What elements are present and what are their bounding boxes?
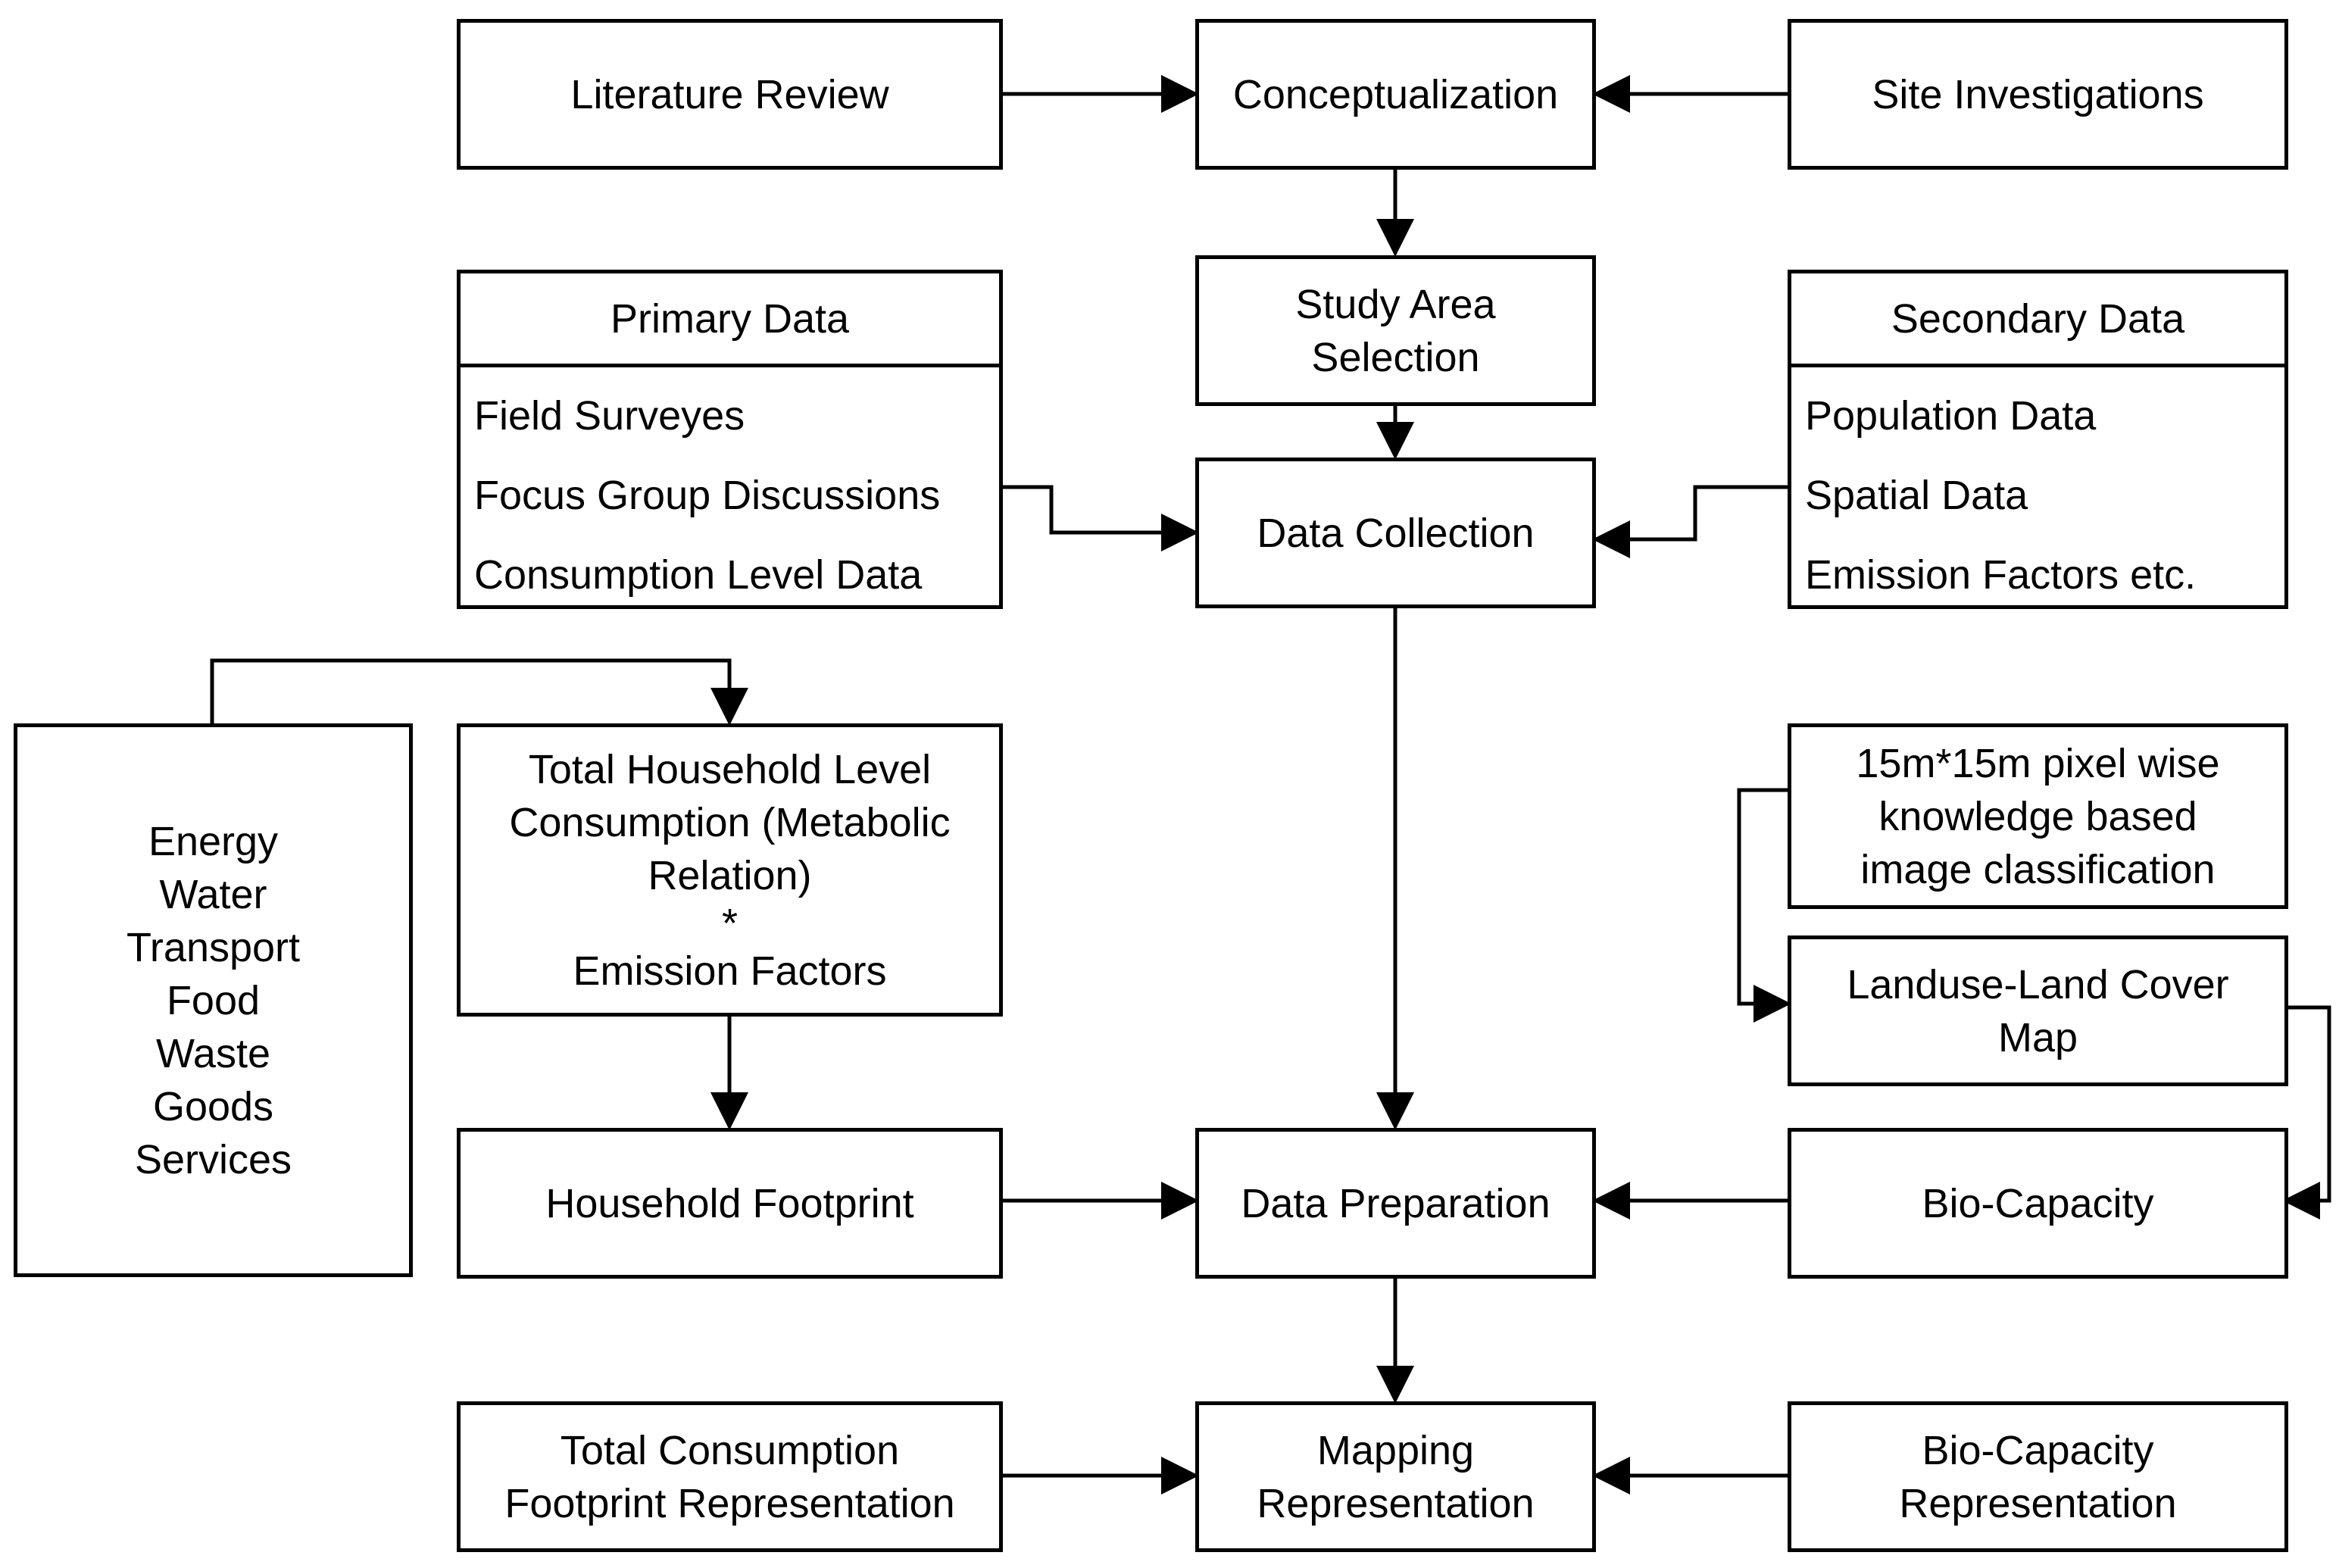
arrow-landuse-to-biocapacity: [2282, 1005, 2331, 1220]
data-preparation-box: Data Preparation: [1195, 1128, 1596, 1279]
text-line: knowledge based: [1878, 793, 2197, 839]
primary-data-header: Primary Data: [461, 273, 999, 367]
text-line: Bio-Capacity: [1922, 1427, 2154, 1473]
list-item: Consumption Level Data: [474, 552, 923, 598]
bio-capacity-representation-label: Bio-Capacity Representation: [1899, 1424, 2176, 1530]
data-collection-label: Data Collection: [1257, 510, 1535, 556]
text-line: Emission Factors: [573, 948, 887, 994]
list-item: Water: [159, 871, 267, 917]
list-item: Spatial Data: [1805, 473, 2028, 518]
bio-capacity-representation-box: Bio-Capacity Representation: [1788, 1401, 2288, 1552]
text-line: Total Consumption: [560, 1427, 900, 1473]
text-line: image classification: [1860, 846, 2216, 892]
arrow-pixel-to-landuse: [1737, 788, 1791, 1023]
arrow-categories-to-total-household: [210, 658, 748, 726]
text-line: Footprint Representation: [504, 1480, 955, 1526]
mapping-representation-box: Mapping Representation: [1195, 1401, 1596, 1552]
list-item: Emission Factors etc.: [1805, 552, 2197, 598]
secondary-data-header: Secondary Data: [1791, 273, 2284, 367]
list-item: Field Surveyes: [474, 393, 745, 439]
data-preparation-label: Data Preparation: [1241, 1180, 1550, 1226]
household-footprint-box: Household Footprint: [457, 1128, 1003, 1279]
total-consumption-representation-label: Total Consumption Footprint Representati…: [504, 1424, 954, 1530]
text-line: Representation: [1257, 1480, 1535, 1526]
text-line: Representation: [1899, 1480, 2177, 1526]
text-line: Total Household Level: [528, 746, 932, 792]
household-footprint-label: Household Footprint: [545, 1180, 914, 1226]
primary-data-title: Primary Data: [610, 295, 850, 342]
pixel-classification-box: 15m*15m pixel wise knowledge based image…: [1788, 723, 2288, 909]
site-investigations-box: Site Investigations: [1788, 19, 2288, 170]
list-item: Population Data: [1805, 393, 2097, 439]
landuse-map-box: Landuse-Land Cover Map: [1788, 935, 2288, 1086]
study-area-line-1: Study Area: [1295, 281, 1496, 327]
study-area-line-2: Selection: [1311, 334, 1480, 380]
literature-review-box: Literature Review: [457, 19, 1003, 170]
list-item: Goods: [152, 1083, 274, 1129]
list-item: Energy: [148, 818, 279, 864]
arrow-secondary-to-data-collection: [1592, 485, 1788, 558]
site-investigations-label: Site Investigations: [1872, 71, 2204, 117]
secondary-data-title: Secondary Data: [1891, 295, 2185, 342]
categories-box: Energy Water Transport Food Waste Goods …: [14, 723, 413, 1277]
total-household-box: Total Household Level Consumption (Metab…: [457, 723, 1003, 1017]
conceptualization-box: Conceptualization: [1195, 19, 1596, 170]
text-line: Landuse-Land Cover: [1847, 961, 2229, 1007]
conceptualization-label: Conceptualization: [1232, 71, 1559, 117]
secondary-data-list: Population Data Spatial Data Emission Fa…: [1805, 376, 2196, 615]
text-line: Map: [1997, 1014, 2078, 1060]
text-line: 15m*15m pixel wise: [1856, 740, 2220, 786]
list-item: Food: [166, 977, 261, 1023]
bio-capacity-label: Bio-Capacity: [1922, 1180, 2154, 1226]
total-consumption-representation-box: Total Consumption Footprint Representati…: [457, 1401, 1003, 1552]
landuse-map-label: Landuse-Land Cover Map: [1847, 958, 2228, 1064]
list-item: Waste: [155, 1030, 270, 1076]
primary-data-list: Field Surveyes Focus Group Discussions C…: [474, 376, 940, 615]
total-household-label: Total Household Level Consumption (Metab…: [509, 743, 950, 998]
study-area-selection-box: Study Area Selection: [1195, 255, 1596, 406]
secondary-data-box: Secondary Data Population Data Spatial D…: [1788, 270, 2288, 609]
text-line: Mapping: [1316, 1427, 1475, 1473]
text-line: Relation): [648, 852, 812, 898]
mapping-representation-label: Mapping Representation: [1257, 1424, 1534, 1530]
data-collection-box: Data Collection: [1195, 458, 1596, 608]
arrow-primary-to-data-collection: [1000, 485, 1199, 551]
primary-data-box: Primary Data Field Surveyes Focus Group …: [457, 270, 1003, 609]
study-area-selection-label: Study Area Selection: [1295, 278, 1495, 384]
list-item: Focus Group Discussions: [474, 473, 941, 518]
list-item: Services: [134, 1136, 292, 1182]
text-line: *: [721, 900, 738, 946]
literature-review-label: Literature Review: [570, 71, 889, 117]
text-line: Consumption (Metabolic: [509, 799, 951, 845]
bio-capacity-box: Bio-Capacity: [1788, 1128, 2288, 1279]
categories-list: Energy Water Transport Food Waste Goods …: [126, 815, 300, 1186]
list-item: Transport: [126, 924, 301, 970]
pixel-classification-label: 15m*15m pixel wise knowledge based image…: [1856, 737, 2219, 896]
